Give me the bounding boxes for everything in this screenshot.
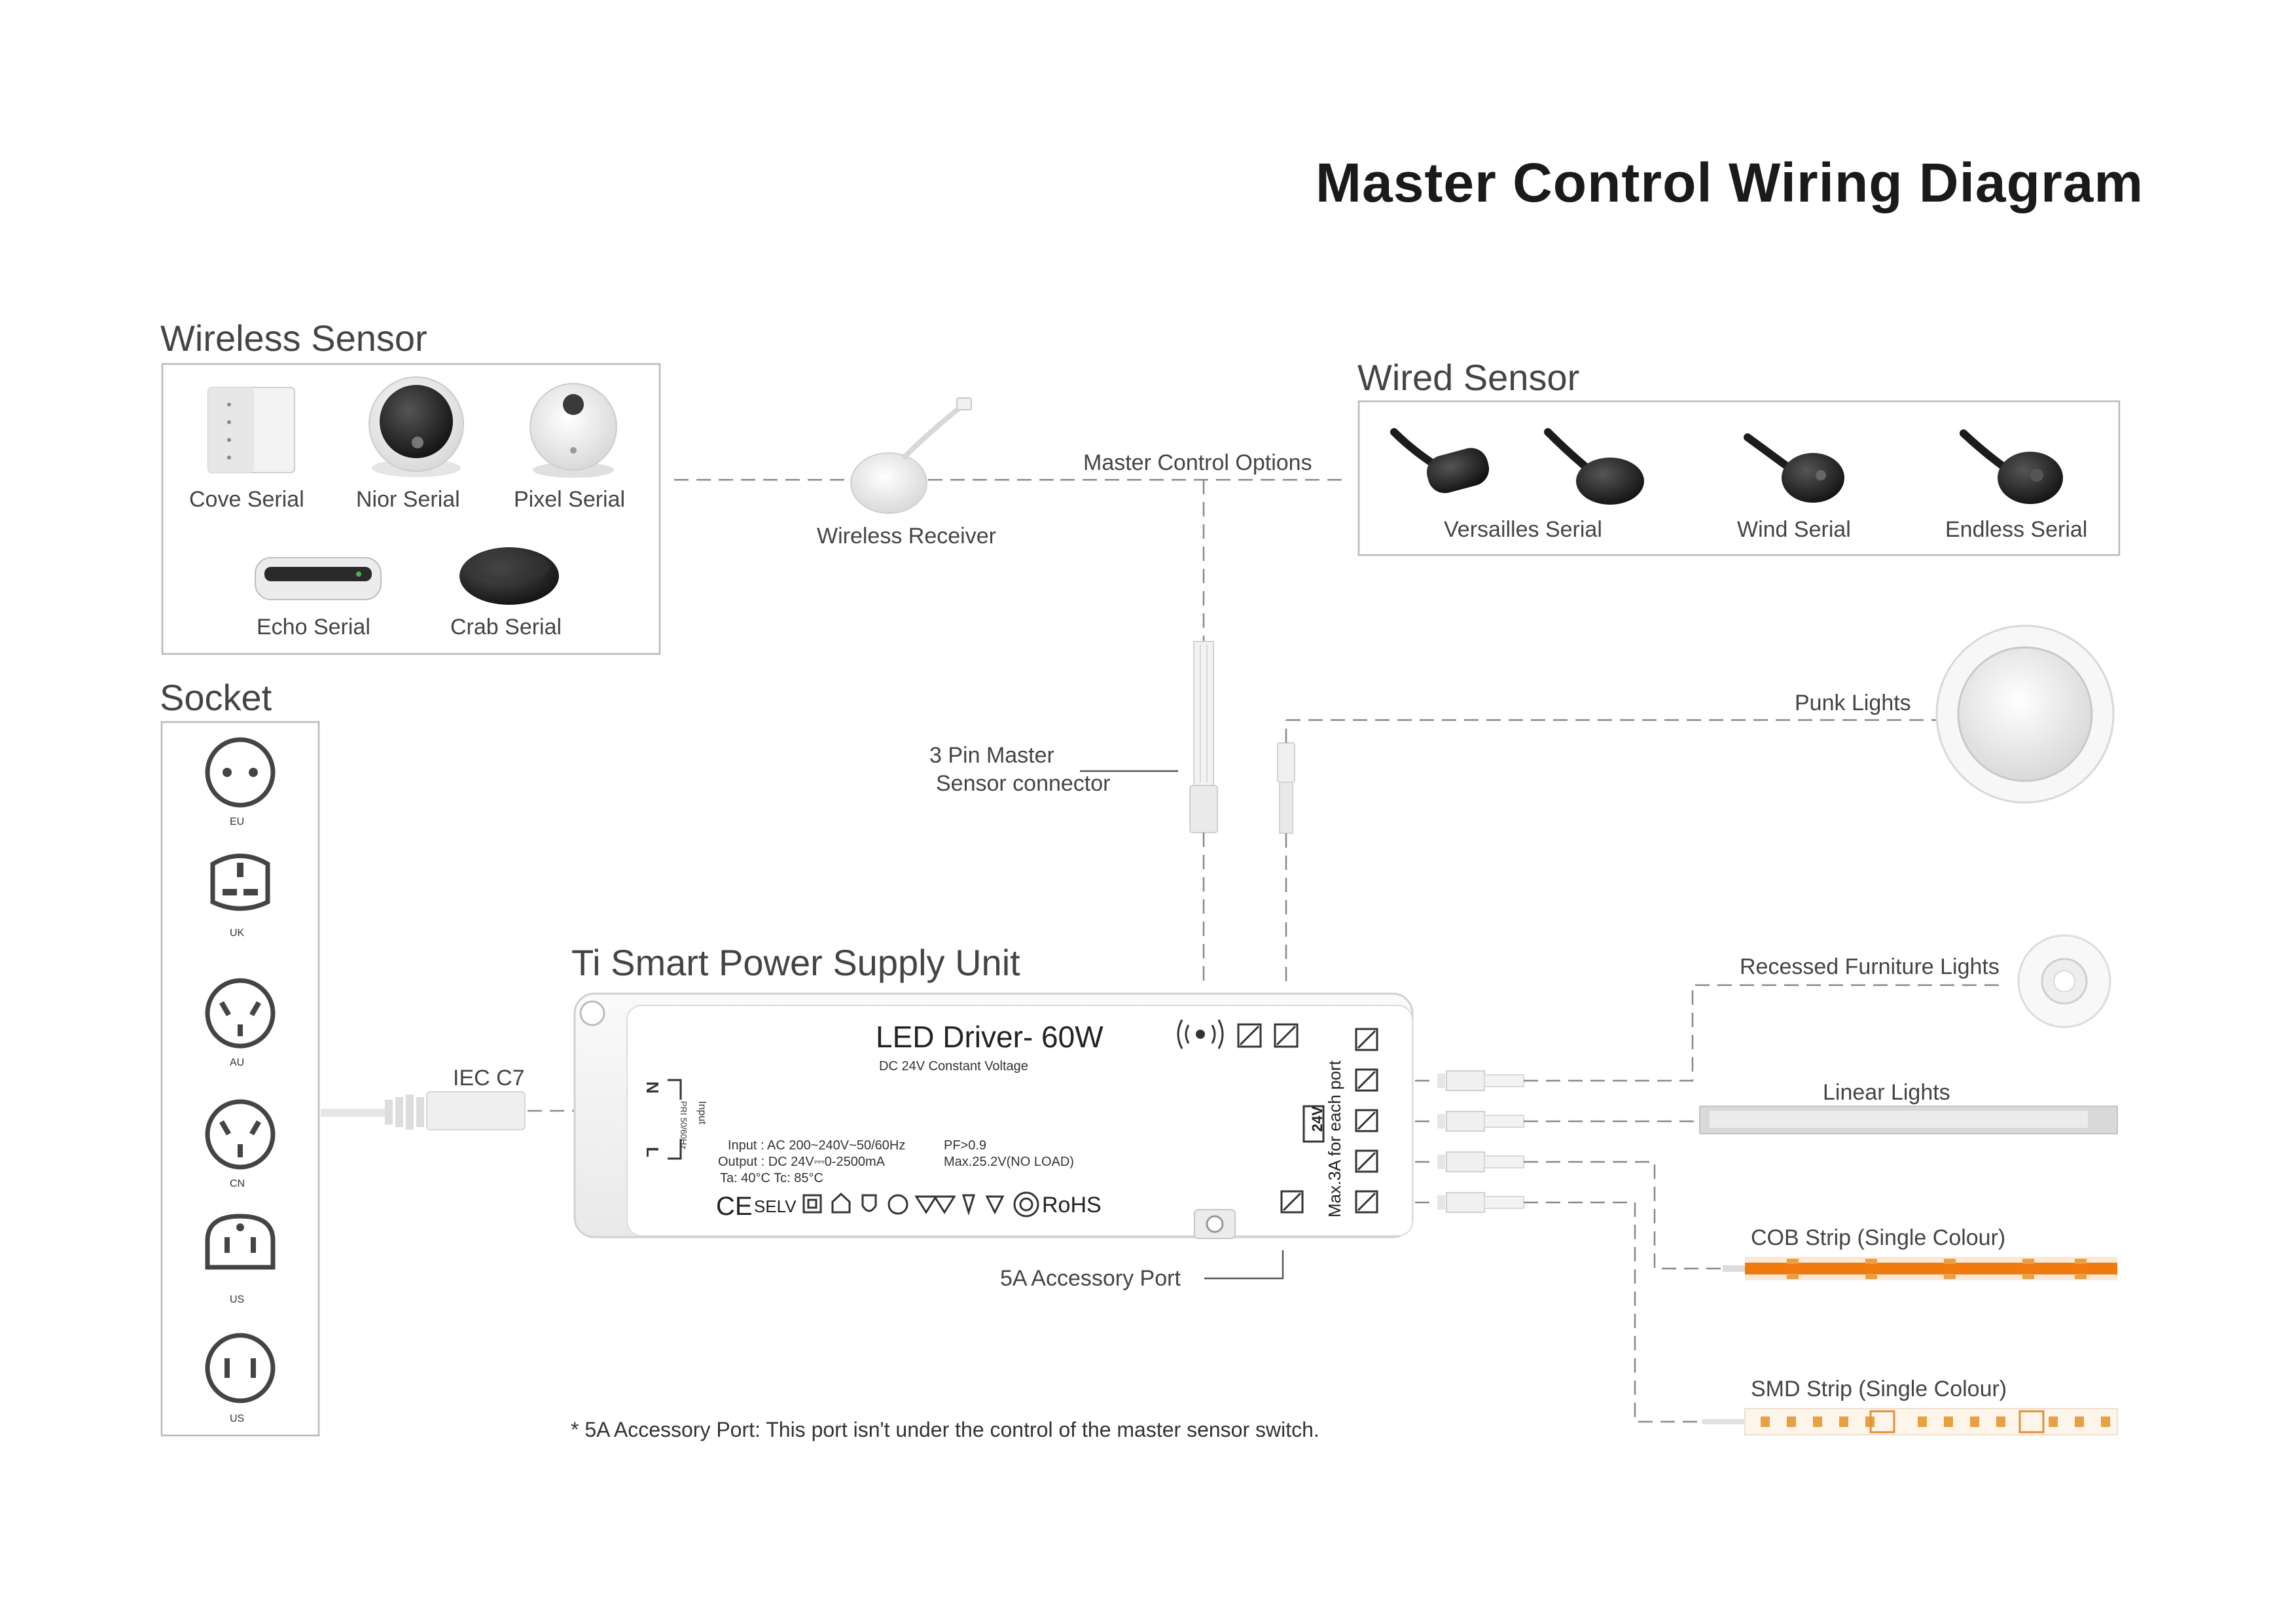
crab-serial-label: Crab Serial [450, 615, 562, 640]
us-socket-icon-b [205, 1333, 276, 1403]
accessory-port-leader [1204, 1250, 1284, 1280]
crab-sensor-icon [459, 547, 559, 605]
psu-max-spec: Max.25.2V(NO LOAD) [944, 1155, 1074, 1169]
recessed-line [1524, 984, 2004, 1082]
certification-icons [802, 1191, 1039, 1218]
eu-socket-icon [205, 737, 276, 808]
echo-sensor-icon [255, 557, 382, 600]
versailles-sensor-icon-b [1544, 428, 1644, 505]
psu-output-spec: Output : DC 24V⎓0-2500mA [718, 1155, 886, 1169]
linear-light-icon [1699, 1106, 2118, 1134]
wireless-sensor-box [161, 363, 661, 655]
linear-lights-label: Linear Lights [1823, 1080, 1950, 1105]
au-socket-icon [205, 978, 276, 1049]
cob-strip-icon [1723, 1257, 2117, 1280]
port-rating-text: Max.3A for each port [1325, 1060, 1344, 1218]
wired-sensor-box [1357, 400, 2121, 556]
terminal-freq-label: PRI 50/60Hz [679, 1101, 689, 1149]
driver-subtitle: DC 24V Constant Voltage [879, 1059, 1028, 1074]
cove-serial-label: Cove Serial [189, 487, 304, 512]
nior-sensor-icon [368, 376, 464, 477]
smd-line [1524, 1201, 1723, 1423]
recessed-lights-label: Recessed Furniture Lights [1740, 954, 2000, 979]
psu-pf-spec: PF>0.9 [944, 1138, 986, 1153]
output-port-icons [1280, 1028, 1378, 1214]
voltage-badge: 24V [1309, 1106, 1325, 1132]
voltage-badge-box [1302, 1105, 1325, 1143]
dimmer-icon-a [1237, 1023, 1262, 1048]
cob-strip-label: COB Strip (Single Colour) [1751, 1225, 2005, 1250]
terminal-input-label: Input [696, 1101, 708, 1125]
cob-line [1524, 1161, 1723, 1270]
echo-serial-label: Echo Serial [257, 615, 370, 640]
dimmer-icon-b [1274, 1023, 1299, 1048]
wireless-receiver-label: Wireless Receiver [817, 524, 996, 549]
socket-us-label-b: US [230, 1413, 244, 1424]
socket-box [160, 721, 320, 1437]
driver-title: LED Driver- 60W [876, 1020, 1103, 1054]
socket-us-label-a: US [230, 1294, 244, 1305]
socket-cn-label: CN [230, 1178, 245, 1189]
iec-plug-icon [321, 1091, 526, 1130]
psu-body [573, 992, 1414, 1239]
endless-serial-label: Endless Serial [1945, 517, 2087, 542]
endless-sensor-icon [1960, 429, 2063, 504]
terminal-n-label: N [643, 1081, 662, 1094]
socket-au-label: AU [230, 1057, 244, 1068]
psu-to-port-lines [1415, 1079, 1437, 1204]
versailles-serial-label: Versailles Serial [1444, 517, 1602, 542]
wired-sensor-heading: Wired Sensor [1357, 357, 1579, 398]
punk-light-icon [1935, 624, 2115, 804]
output-connectors [1437, 1070, 1524, 1213]
cove-switch-icon [207, 387, 295, 473]
iec-label: IEC C7 [453, 1066, 525, 1091]
selv-mark: SELV [754, 1197, 797, 1216]
connector-label-line1: 3 Pin Master [929, 743, 1054, 768]
accessory-port-label: 5A Accessory Port [1000, 1266, 1181, 1291]
socket-heading: Socket [160, 677, 272, 718]
punk-connector-icon [1277, 742, 1295, 834]
master-control-options-label: Master Control Options [1083, 450, 1312, 475]
us-socket-icon-a [205, 1214, 276, 1270]
wind-sensor-icon [1744, 433, 1844, 503]
cn-socket-icon [205, 1099, 276, 1170]
pixel-serial-label: Pixel Serial [514, 487, 625, 512]
wireless-signal-icon [1177, 1019, 1224, 1049]
wireless-sensor-heading: Wireless Sensor [160, 317, 427, 359]
recessed-light-icon [2017, 934, 2111, 1028]
psu-heading: Ti Smart Power Supply Unit [571, 942, 1020, 983]
psu-ta-spec: Ta: 40°C Tc: 85°C [720, 1171, 823, 1185]
master-sensor-connector-icon [1189, 641, 1218, 833]
smd-strip-label: SMD Strip (Single Colour) [1751, 1377, 2007, 1401]
versailles-sensor-icon-a [1390, 428, 1490, 494]
psu-input-spec: Input : AC 200~240V~50/60Hz [728, 1138, 905, 1153]
connector-label-line2: Sensor connector [936, 771, 1111, 796]
pixel-sensor-icon [529, 383, 617, 478]
punk-lights-label: Punk Lights [1795, 691, 1911, 715]
ce-mark: CE [716, 1192, 753, 1221]
terminal-l-label: L [643, 1147, 662, 1157]
wireless-receiver-icon [850, 397, 972, 514]
rohs-mark: RoHS [1042, 1193, 1102, 1218]
smd-strip-icon [1702, 1408, 2118, 1435]
input-terminal-icon: N L Input PRI 50/60Hz [643, 1079, 708, 1160]
socket-uk-label: UK [230, 928, 245, 939]
page-title: Master Control Wiring Diagram [1316, 152, 2144, 213]
footnote: * 5A Accessory Port: This port isn't und… [571, 1418, 1319, 1441]
wind-serial-label: Wind Serial [1737, 517, 1851, 542]
socket-eu-label: EU [230, 816, 244, 827]
uk-socket-icon [210, 854, 270, 911]
nior-serial-label: Nior Serial [356, 487, 460, 512]
